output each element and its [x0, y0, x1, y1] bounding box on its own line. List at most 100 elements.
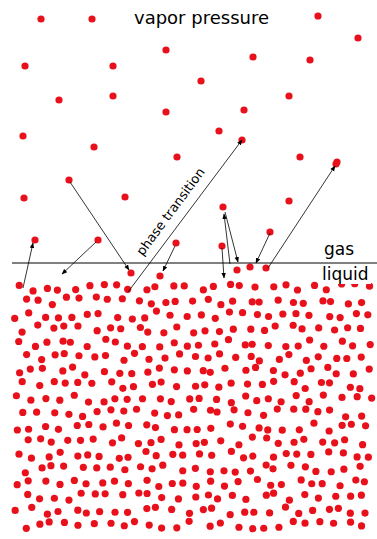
- molecule-dot: [217, 437, 224, 444]
- molecule-dot: [102, 490, 109, 497]
- molecule-dot: [318, 379, 325, 386]
- molecule-dot: [357, 325, 364, 332]
- molecule-dot: [120, 357, 127, 364]
- molecule-dot: [99, 423, 106, 430]
- molecule-dot: [74, 452, 81, 459]
- molecule-dot: [102, 352, 109, 359]
- molecule-dot: [109, 92, 116, 99]
- molecule-dot: [335, 505, 342, 512]
- molecule-dot: [234, 478, 241, 485]
- molecule-dot: [285, 92, 292, 99]
- molecule-dot: [39, 365, 46, 372]
- molecule-dot: [143, 505, 150, 512]
- molecule-dot: [239, 309, 246, 316]
- molecule-dot: [260, 525, 267, 532]
- molecule-dot: [20, 194, 27, 201]
- molecule-dot: [300, 300, 307, 307]
- molecule-dot: [124, 509, 131, 516]
- molecule-dot: [298, 476, 305, 483]
- molecule-dot: [328, 468, 335, 475]
- molecule-dot: [152, 504, 159, 511]
- molecule-dot: [292, 310, 299, 317]
- molecule-dot: [137, 324, 144, 331]
- molecule-dot: [270, 283, 277, 290]
- molecule-dot: [283, 450, 290, 457]
- molecule-dot: [34, 297, 41, 304]
- molecule-dot: [301, 491, 308, 498]
- molecule-dot: [297, 370, 304, 377]
- molecule-dot: [279, 427, 286, 434]
- molecule-dot: [125, 422, 132, 429]
- molecule-dot: [368, 394, 375, 401]
- molecule-dot: [179, 467, 186, 474]
- molecule-dot: [145, 356, 152, 363]
- molecule-dot: [28, 504, 35, 511]
- molecule-dot: [216, 350, 223, 357]
- molecule-dot: [55, 426, 62, 433]
- molecule-dot: [272, 322, 279, 329]
- molecule-dot: [266, 228, 273, 235]
- molecule-dot: [340, 449, 347, 456]
- molecule-dot: [290, 406, 297, 413]
- molecule-dot: [104, 296, 111, 303]
- molecule-dot: [326, 406, 333, 413]
- molecule-dot: [241, 509, 248, 516]
- molecule-dot: [221, 482, 228, 489]
- molecule-dot: [194, 426, 201, 433]
- molecule-dot: [263, 492, 270, 499]
- molecule-dot: [306, 56, 313, 63]
- molecule-dot: [205, 296, 212, 303]
- molecule-dot: [290, 322, 297, 329]
- molecule-dot: [215, 384, 222, 391]
- molecule-dot: [260, 412, 267, 419]
- molecule-dot: [333, 355, 340, 362]
- molecule-dot: [128, 370, 135, 377]
- molecule-dot: [157, 395, 164, 402]
- molecule-dot: [24, 491, 31, 498]
- molecule-dot: [93, 408, 100, 415]
- molecule-dot: [146, 521, 153, 528]
- molecule-dot: [341, 436, 348, 443]
- molecule-dot: [121, 193, 128, 200]
- molecule-dot: [242, 496, 249, 503]
- molecule-dot: [249, 53, 256, 60]
- molecule-dots: [11, 12, 375, 532]
- molecule-dot: [306, 336, 313, 343]
- molecule-dot: [141, 314, 148, 321]
- molecule-dot: [359, 441, 366, 448]
- molecule-dot: [85, 398, 92, 405]
- molecule-dot: [242, 367, 249, 374]
- molecule-dot: [119, 295, 126, 302]
- molecule-dot: [136, 297, 143, 304]
- molecule-dot: [168, 506, 175, 513]
- molecule-dot: [173, 323, 180, 330]
- molecule-dot: [65, 176, 72, 183]
- molecule-dot: [107, 324, 114, 331]
- molecule-dot: [240, 106, 247, 113]
- molecule-dot: [332, 493, 339, 500]
- molecule-dot: [28, 455, 35, 462]
- molecule-dot: [38, 356, 45, 363]
- molecule-dot: [184, 367, 191, 374]
- molecule-dot: [275, 297, 282, 304]
- molecule-dot: [354, 393, 361, 400]
- molecule-dot: [319, 438, 326, 445]
- molecule-dot: [82, 480, 89, 487]
- molecule-dot: [135, 440, 142, 447]
- molecule-dot: [63, 294, 70, 301]
- molecule-dot: [36, 382, 43, 389]
- molecule-dot: [293, 451, 300, 458]
- molecule-dot: [55, 96, 62, 103]
- molecule-dot: [337, 314, 344, 321]
- molecule-dot: [175, 495, 182, 502]
- molecule-dot: [129, 315, 136, 322]
- molecule-dot: [232, 469, 239, 476]
- molecule-dot: [285, 351, 292, 358]
- molecule-dot: [133, 406, 140, 413]
- molecule-dot: [101, 368, 108, 375]
- molecule-dot: [291, 378, 298, 385]
- molecule-dot: [80, 464, 87, 471]
- molecule-dot: [307, 451, 314, 458]
- molecule-dot: [282, 504, 289, 511]
- molecule-dot: [340, 466, 347, 473]
